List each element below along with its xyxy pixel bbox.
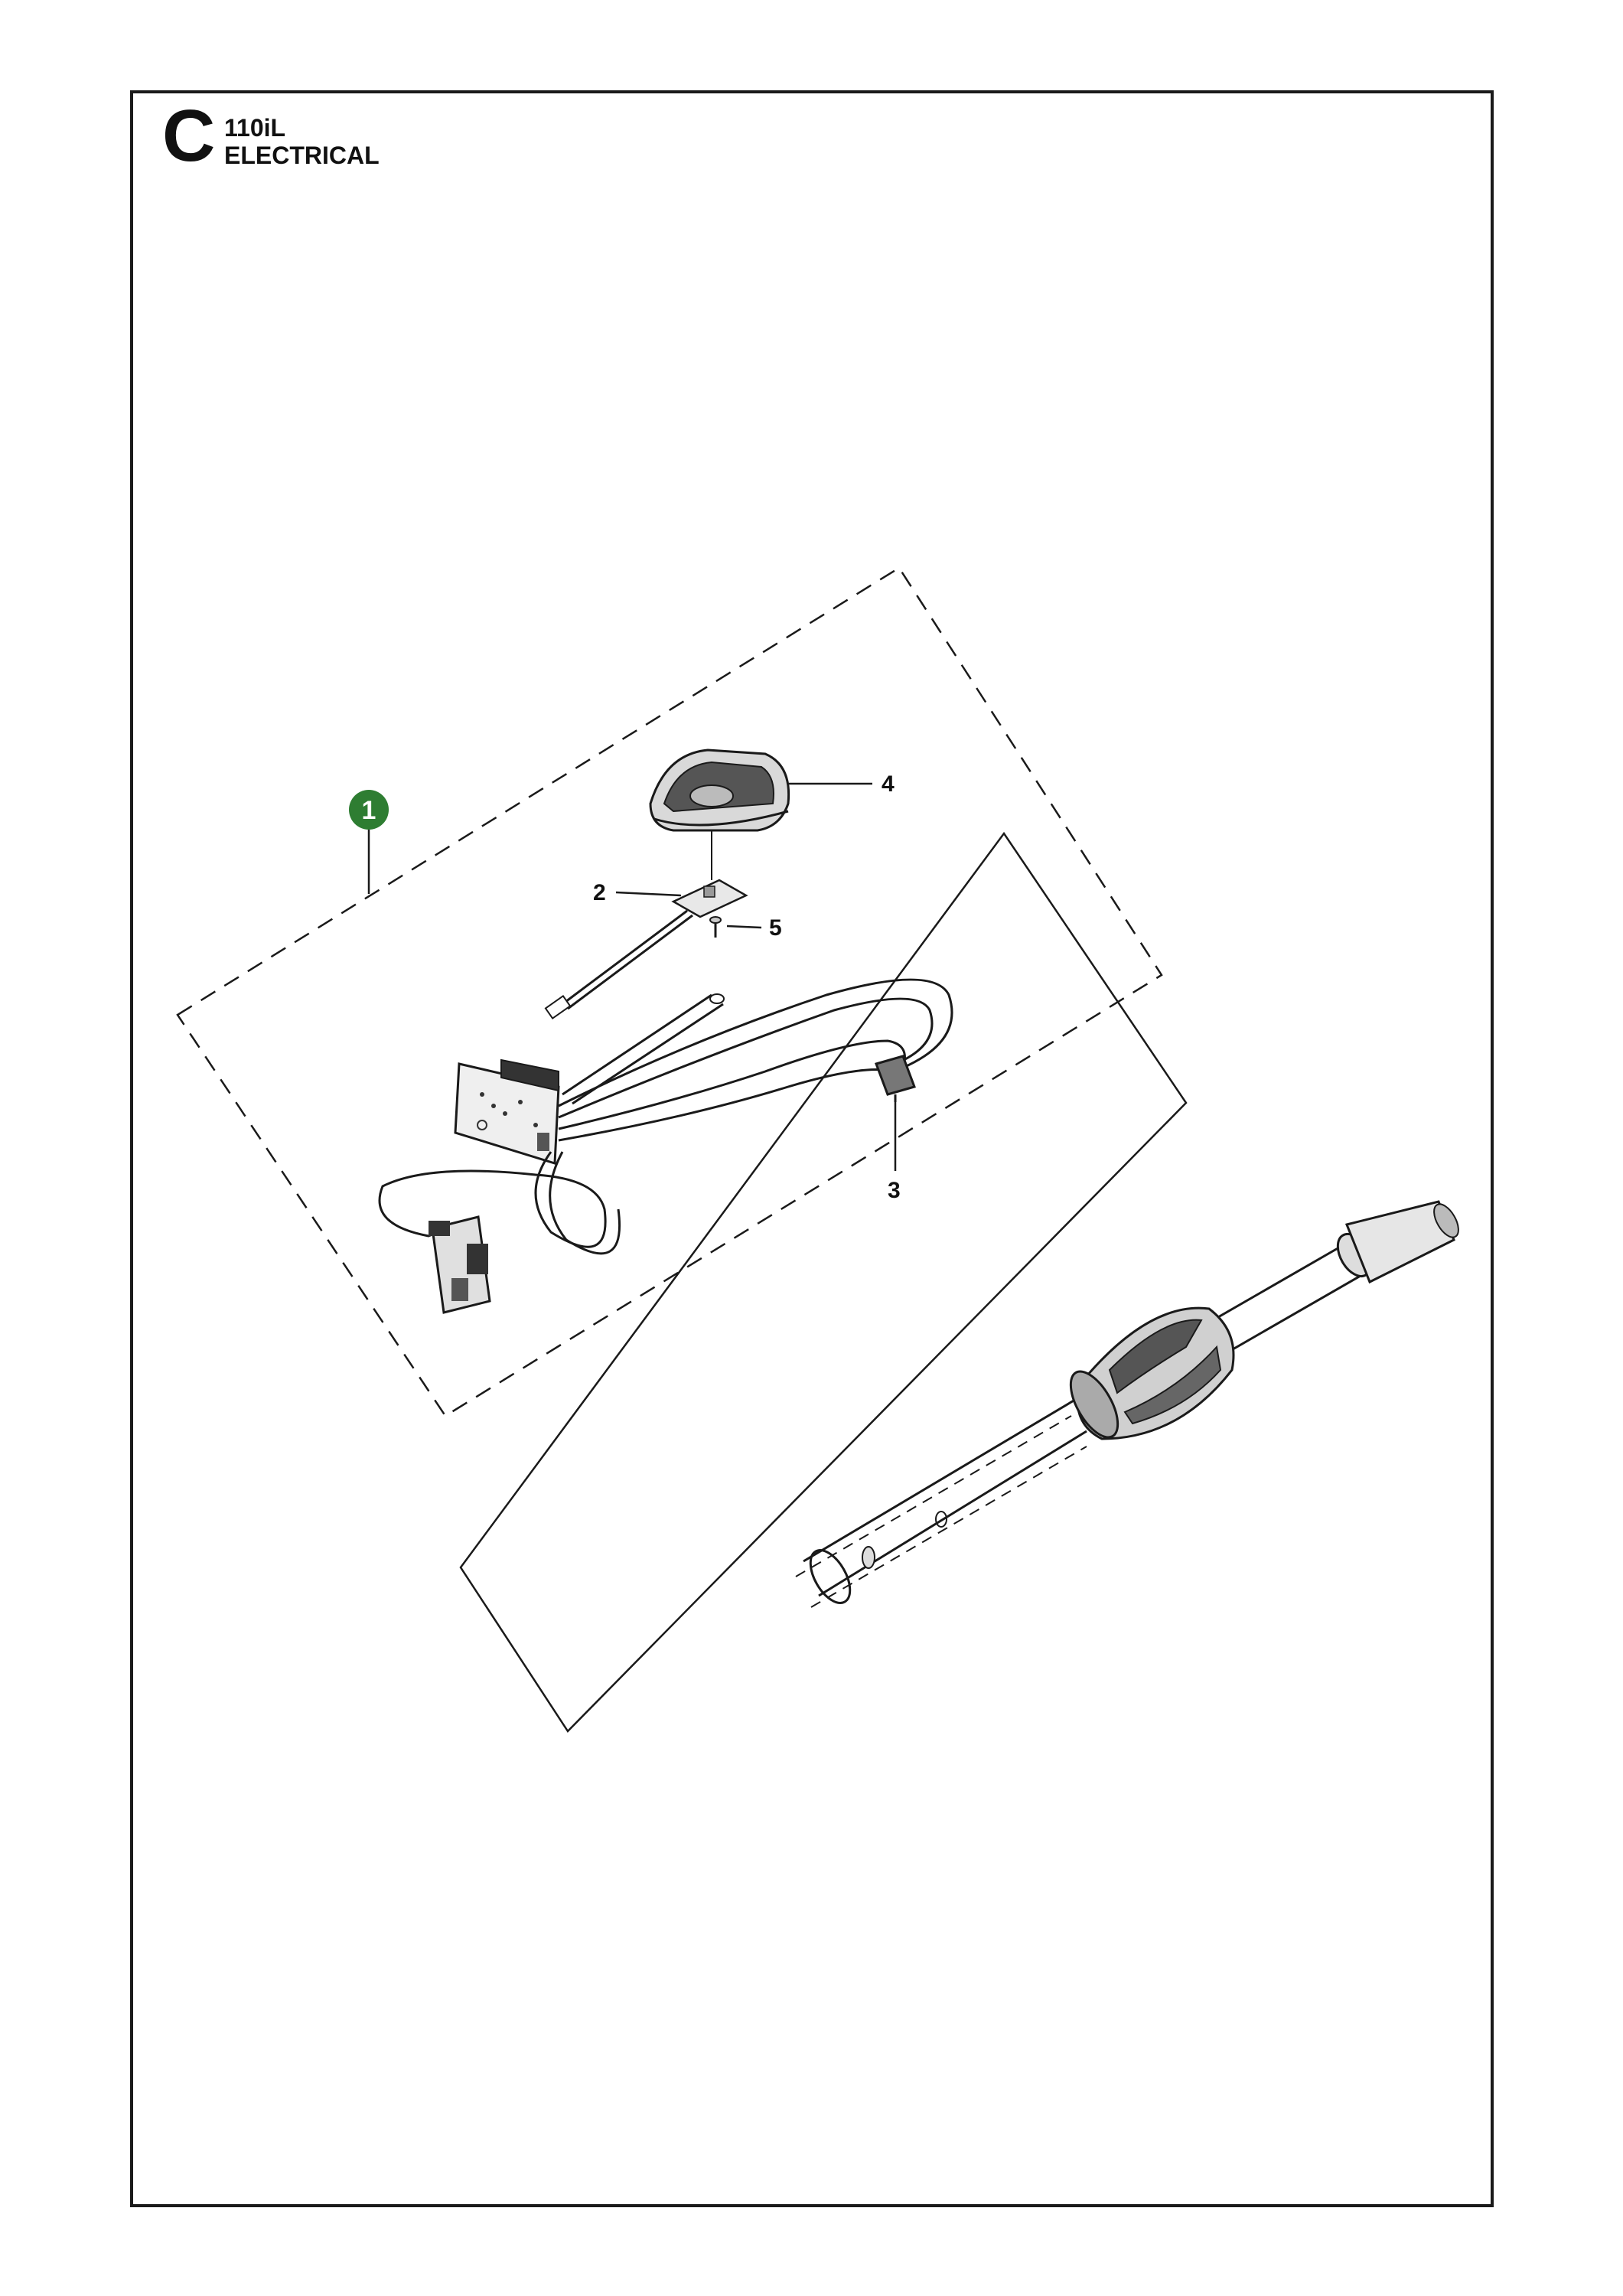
- callout-3: 3: [888, 1178, 901, 1203]
- cable-loops: [378, 978, 953, 1255]
- harness-sleeve: [562, 993, 725, 1105]
- screw-part: [709, 916, 722, 938]
- model-name: 110iL: [224, 114, 286, 142]
- shaft-boundary: [459, 831, 1188, 1733]
- shaft-end-fitting: [1336, 1200, 1459, 1284]
- kit-badge: 1: [349, 790, 389, 830]
- shaft-assembly: [795, 1246, 1370, 1608]
- micro-switch-part: [875, 1055, 916, 1102]
- callout-4: 4: [882, 771, 895, 797]
- callout-1: 1: [362, 796, 376, 825]
- board-leader: [615, 891, 682, 897]
- battery-connector-part: [429, 1215, 491, 1314]
- screw-leader: [726, 925, 762, 929]
- section-letter: C: [162, 95, 216, 177]
- kit-boundary-dashed: [176, 566, 1163, 1417]
- section-title: ELECTRICAL: [224, 142, 380, 169]
- callout-5: 5: [769, 915, 782, 941]
- callout-2: 2: [593, 880, 606, 905]
- control-panel-part: [649, 748, 790, 832]
- small-circuit-board-part: [671, 879, 748, 918]
- ribbon-cable: [544, 909, 693, 1019]
- main-circuit-board-part: [454, 1058, 560, 1166]
- diagram-frame: [130, 90, 1494, 2207]
- grip-handle: [1069, 1306, 1235, 1440]
